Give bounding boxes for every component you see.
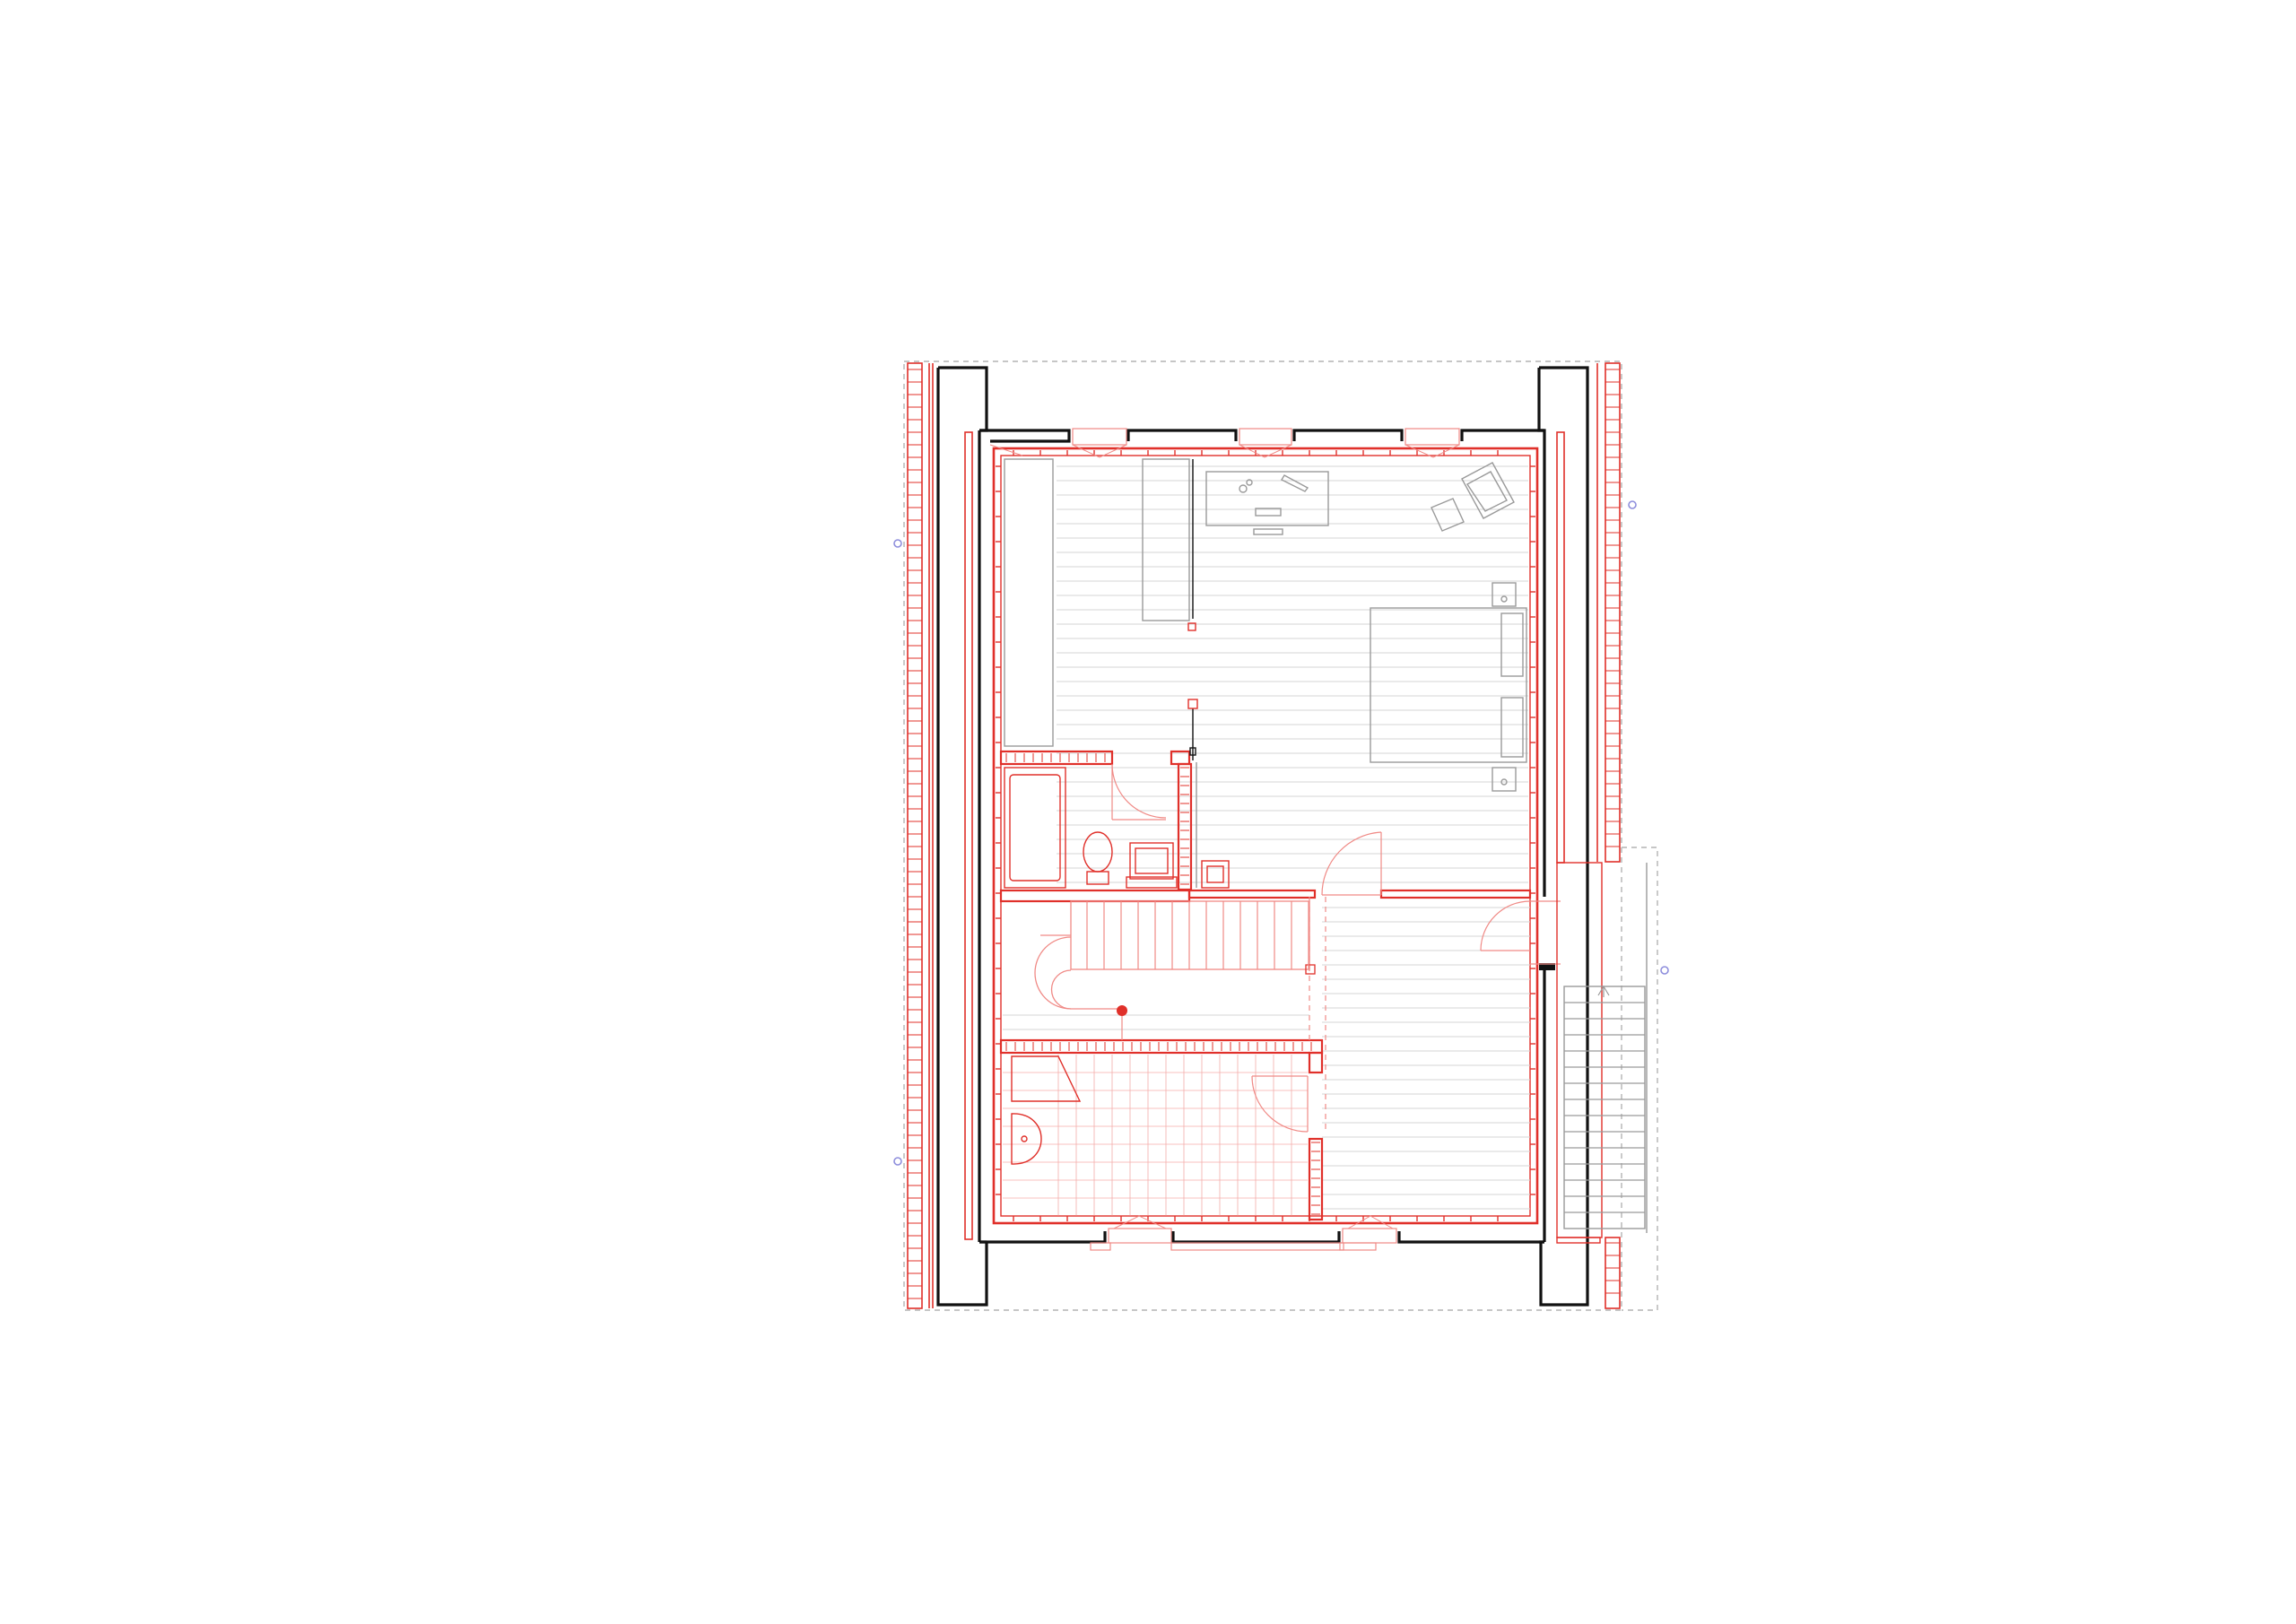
double-bed bbox=[1370, 607, 1527, 763]
roof-edge-left bbox=[907, 362, 973, 1309]
bathtub bbox=[1004, 767, 1066, 889]
shelf-unit bbox=[1142, 458, 1190, 621]
window-casements bbox=[989, 444, 1460, 1229]
toilet-upper bbox=[1083, 831, 1113, 885]
grid-markers bbox=[893, 500, 1669, 1166]
hall-door-arc bbox=[1321, 831, 1382, 896]
floor-boards bbox=[1003, 465, 1530, 1210]
shower-drain bbox=[1201, 860, 1230, 889]
window-reveals bbox=[1072, 428, 1460, 1251]
grid-marker-4 bbox=[1660, 966, 1669, 975]
stair-treads bbox=[1086, 901, 1309, 969]
bedside-table-bottom bbox=[1492, 767, 1517, 792]
desk bbox=[1205, 471, 1329, 535]
tile-grid bbox=[1003, 1055, 1308, 1216]
roof-hatch-right bbox=[1605, 369, 1620, 1294]
interior-partitions bbox=[999, 750, 1532, 1221]
balcony-door-arc bbox=[1480, 900, 1561, 965]
hall-guide-lines bbox=[1309, 897, 1326, 1130]
washbasin-lower bbox=[1011, 1113, 1042, 1165]
stair-start-marker bbox=[1117, 1005, 1127, 1016]
existing-walls bbox=[936, 366, 1589, 1307]
sliding-wall-track bbox=[1187, 459, 1198, 888]
bedside-table-top bbox=[1492, 582, 1517, 607]
grid-marker-2 bbox=[1628, 500, 1637, 509]
bath-door-arc bbox=[1111, 763, 1167, 821]
eaves-outline-dashed bbox=[903, 360, 1658, 1311]
shower-tray-lower bbox=[1011, 1055, 1082, 1102]
exterior-stair bbox=[1556, 862, 1648, 1244]
partition-hatch bbox=[1005, 753, 1320, 1215]
grid-marker-3 bbox=[893, 1157, 902, 1166]
armchair bbox=[1431, 462, 1515, 532]
washbasin-upper bbox=[1126, 842, 1178, 889]
new-wall-lining bbox=[992, 447, 1539, 1225]
stair-arrow bbox=[1597, 985, 1610, 997]
grid-marker-1 bbox=[893, 539, 902, 548]
wardrobe bbox=[1004, 458, 1054, 747]
exterior-stair-treads bbox=[1564, 1002, 1645, 1213]
lower-bath-door-arc bbox=[1251, 1075, 1309, 1133]
roof-hatch-left bbox=[908, 369, 922, 1299]
staircase bbox=[1034, 900, 1316, 1010]
